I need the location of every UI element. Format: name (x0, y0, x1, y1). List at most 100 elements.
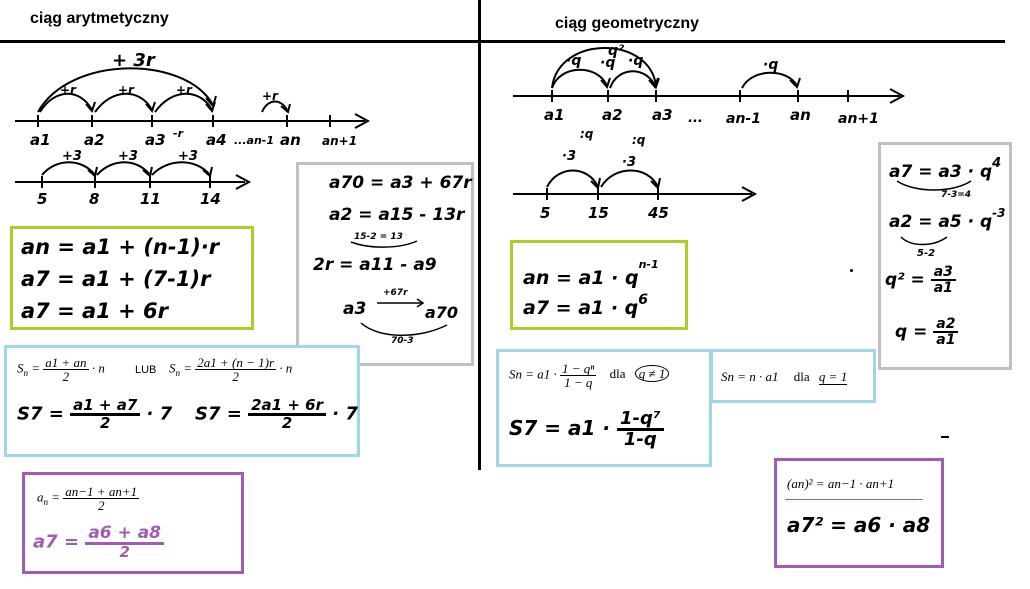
arith-example-arc-2: +3 (118, 149, 138, 164)
arith-mean-hand-den: 2 (119, 543, 130, 561)
geo-mean-hand: a7² = a6 · a8 (787, 513, 931, 537)
geo-general-term-box: an = a1 · qn-1 a7 = a1 · q6 (510, 240, 688, 330)
arith-sum-box: Sn = a1 + an 2 · n LUB Sn = 2a1 + (n − 1… (4, 345, 360, 457)
geo-mean-divider (785, 499, 923, 500)
arith-small-arc-label-2: +r (118, 83, 134, 97)
geo-gray-line-2-exp: -3 (992, 206, 1006, 220)
arith-number-line (15, 67, 371, 190)
arith-example-arc-3: +3 (178, 149, 198, 164)
geo-sum-dla: dla (609, 366, 626, 382)
geo-sum-q1-dla: dla (793, 369, 810, 384)
geo-gray-line-4-den: a1 (936, 332, 956, 348)
arith-sum-fraction-1-num: a1 + an (43, 355, 89, 370)
geo-sum-hand-num: 1-q⁷ (616, 410, 664, 431)
arith-sum-hand-1-lhs: S7 = (17, 403, 64, 425)
arith-green-line-3: a7 = a1 + 6r (21, 299, 168, 323)
arith-gray-line-2-note: 15-2 = 13 (354, 232, 403, 242)
arith-sum-fraction-2-num: 2a1 + (n − 1)r (195, 355, 277, 370)
geo-mean-formula: (an)² = an−1 · an+1 (787, 476, 895, 491)
geo-gray-line-4: q = a2 a1 (895, 317, 959, 348)
arith-mean-hand-fraction: a6 + a8 2 (85, 525, 164, 560)
geo-gray-line-3-fraction: a3 a1 (930, 265, 956, 295)
geo-sum-formula-lhs: Sn = a1 · (509, 366, 557, 382)
arith-gray-line-4-note: 70-3 (391, 336, 414, 346)
arith-sum-fraction-1: a1 + an 2 (43, 355, 89, 384)
arith-small-arc-label-3: +r (176, 83, 192, 97)
arith-green-line-1: an = a1 + (n-1)·r (21, 235, 220, 259)
arith-general-term-box: an = a1 + (n-1)·r a7 = a1 + (7-1)r a7 = … (10, 226, 254, 330)
arith-example-arc-1: +3 (62, 149, 82, 164)
arith-example-label-5: 5 (37, 190, 48, 208)
geo-gray-line-3-num: a3 (930, 265, 956, 281)
geo-sum-hand-den: 1-q (623, 429, 657, 450)
geo-sum-q1-box: Sn = n · a1 dla q = 1 (710, 349, 876, 403)
arith-gray-line-1: a70 = a3 + 67r (329, 173, 472, 193)
geo-example-label-5: 5 (540, 204, 551, 222)
arith-sum-hand-1: S7 = a1 + a7 2 · 7 (17, 398, 172, 431)
geo-gray-line-4-fraction: a2 a1 (933, 317, 959, 348)
arith-sum-fraction-2-den: 2 (232, 369, 239, 384)
arith-term-relations-box: a70 = a3 + 67r a2 = a15 - 13r 15-2 = 13 … (296, 162, 474, 366)
geo-gray-line-1-exp: 4 (992, 156, 1002, 171)
arith-sum-hand-1-num: a1 + a7 (70, 398, 141, 416)
geo-green-line-1: an = a1 · qn-1 (523, 259, 659, 288)
arith-sum-hand-2: S7 = 2a1 + 6r 2 · 7 (195, 398, 358, 431)
arith-sum-hand-1-fraction: a1 + a7 2 (70, 398, 141, 432)
geo-gray-line-1-text: a7 = a3 · q (889, 162, 993, 182)
arith-sum-hand-1-tail: · 7 (146, 403, 173, 425)
geo-arc-label-2: ·q (628, 53, 644, 69)
geo-sum-q1-condition: q = 1 (818, 369, 848, 385)
geo-extra-arc-label: ·q (763, 57, 779, 73)
stray-dot (850, 269, 853, 272)
geo-sum-q1-formula: Sn = n · a1 dla q = 1 (721, 369, 848, 385)
geo-sum-formula: Sn = a1 · 1 − qⁿ 1 − q dla q ≠ 1 (509, 361, 670, 390)
geo-sum-hand-lhs: S7 = a1 · (509, 416, 610, 440)
arith-mean-fraction: an−1 + an+1 2 (63, 485, 140, 512)
arith-label-an-1: ...an-1 (234, 134, 275, 147)
arith-sum-formula-2: Sn = 2a1 + (n − 1)r 2 · n (169, 355, 293, 384)
arith-sum-fraction-1-den: 2 (62, 369, 70, 384)
arith-gray-line-4-arrow-label: +67r (383, 288, 408, 298)
geo-sum-hand: S7 = a1 · 1-q⁷ 1-q (509, 410, 664, 449)
arith-example-label-14: 14 (200, 190, 221, 208)
arith-label-a3: a3 (145, 131, 166, 149)
arith-lub-label: LUB (135, 364, 157, 376)
geo-green-line-1-text: an = a1 · q (523, 267, 639, 289)
vertical-divider (478, 0, 481, 470)
arith-mean-hand: a7 = a6 + a8 2 (33, 525, 164, 560)
header-divider (0, 40, 1005, 43)
geo-example-arc-2: ·3 (622, 155, 636, 170)
geo-gray-line-2: a2 = a5 · q-3 (889, 207, 1006, 231)
arith-sum-hand-1-den: 2 (99, 414, 111, 432)
geo-gray-line-2-note: 5-2 (917, 248, 936, 259)
geo-gray-brackets (896, 180, 972, 246)
geo-sum-condition: q ≠ 1 (634, 365, 670, 383)
geo-label-a1: a1 (544, 106, 565, 124)
geo-green-line-2-text: a7 = a1 · q (523, 297, 639, 319)
arith-gray-line-3: 2r = a11 - a9 (313, 255, 437, 275)
arith-small-arc-label-1: +r (60, 83, 76, 97)
arith-minus-r: -r (173, 127, 183, 140)
geo-top-arc-label: q² (608, 43, 625, 59)
arith-sum-hand-2-tail: · 7 (332, 403, 358, 425)
arith-sum-formula-1: Sn = a1 + an 2 · n (17, 355, 105, 384)
geo-sum-fraction-num: 1 − qⁿ (560, 361, 597, 376)
arith-label-a2: a2 (84, 131, 105, 149)
geo-gray-line-3: q² = a3 a1 (885, 265, 956, 295)
geo-below-label-1: :q (580, 127, 594, 141)
header-geometric: ciąg geometryczny (555, 15, 700, 32)
arith-extra-arc-label: +r (262, 89, 278, 103)
arith-sum-formula-1-tail: · n (91, 360, 105, 376)
geo-gray-line-3-lhs: q² = (885, 270, 925, 290)
arith-mean-hand-lhs: a7 = (33, 531, 80, 553)
geo-sum-hand-fraction: 1-q⁷ 1-q (616, 410, 664, 450)
geo-gray-line-1: a7 = a3 · q4 (889, 157, 1001, 181)
arith-mean-box: an = an−1 + an+1 2 a7 = a6 + a8 2 (22, 472, 244, 574)
arith-label-a1: a1 (30, 131, 51, 149)
geo-sum-fraction: 1 − qⁿ 1 − q (560, 361, 597, 390)
geo-sum-fraction-den: 1 − q (564, 375, 593, 390)
geo-sum-q1-text: Sn = n · a1 (721, 369, 779, 384)
arith-label-an+1: an+1 (322, 134, 358, 148)
arith-green-line-2: a7 = a1 + (7-1)r (21, 267, 211, 291)
geo-label-a2: a2 (602, 106, 623, 124)
